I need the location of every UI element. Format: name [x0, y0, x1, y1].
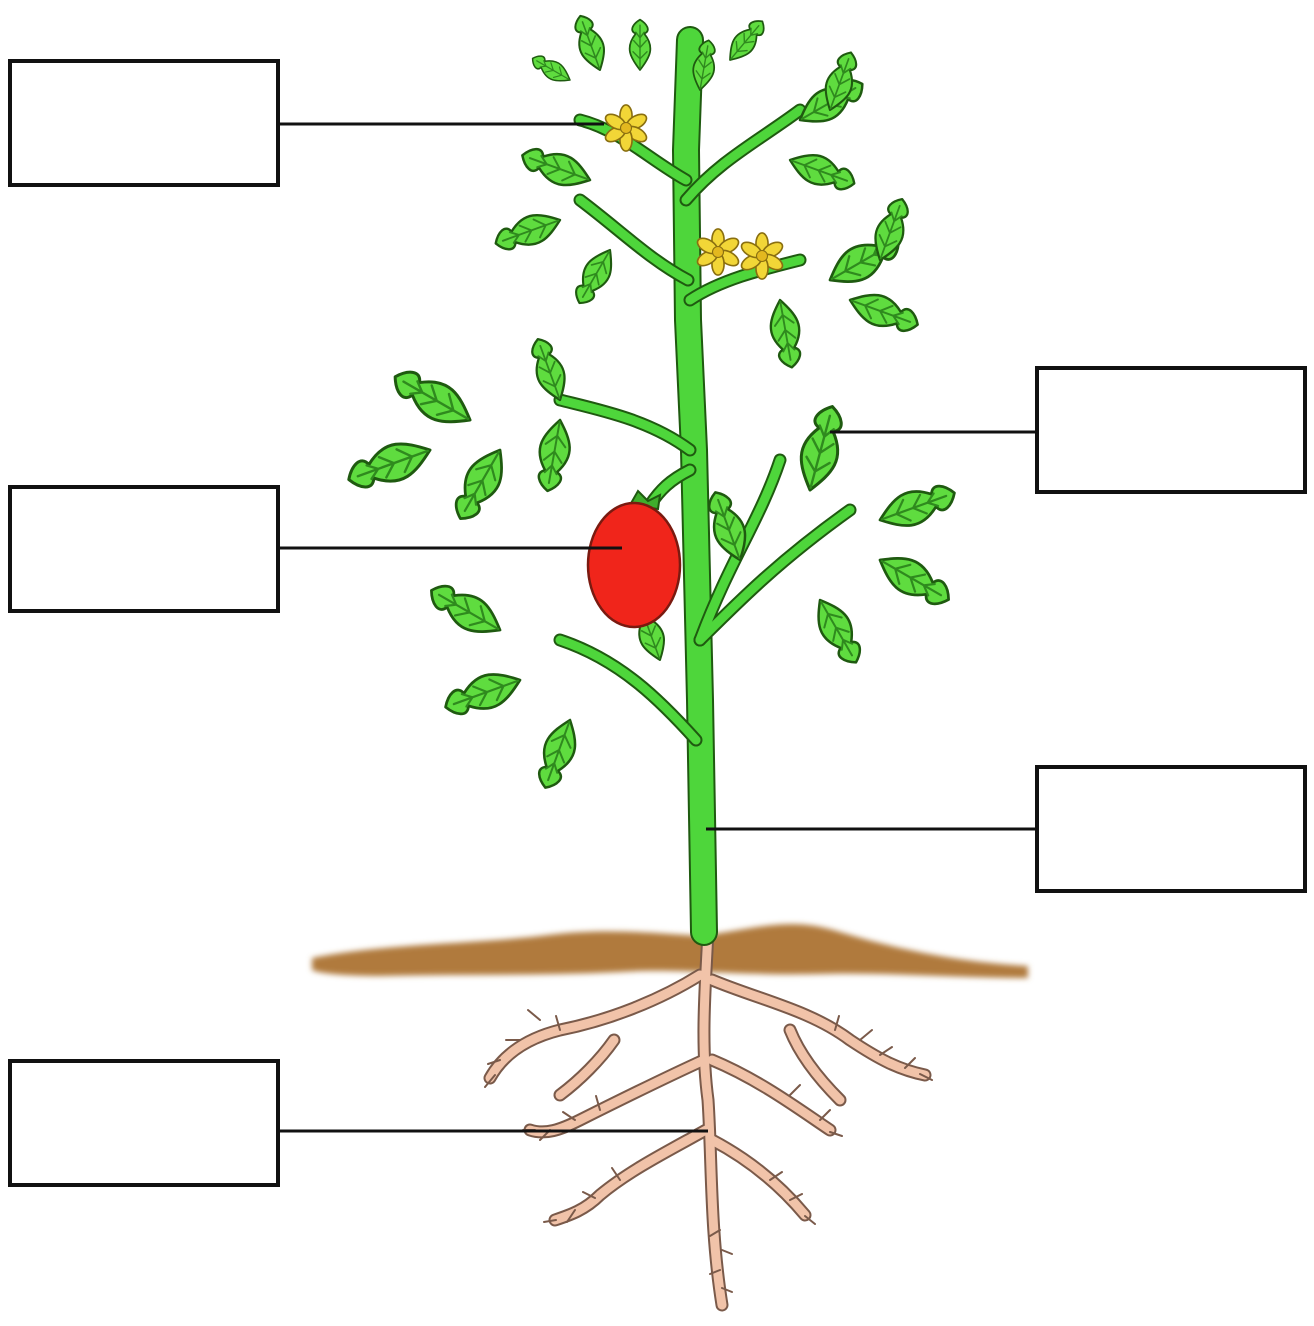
- label-box-leaf[interactable]: [1035, 366, 1307, 494]
- tomato-fruit: [588, 491, 680, 627]
- label-box-stem[interactable]: [1035, 765, 1307, 893]
- flower-icon: [695, 229, 741, 275]
- soil-band: [312, 924, 1028, 978]
- root-system: [485, 930, 932, 1305]
- foliage: [343, 12, 960, 793]
- label-box-fruit[interactable]: [8, 485, 280, 613]
- label-box-flower[interactable]: [8, 59, 280, 187]
- label-box-root[interactable]: [8, 1059, 280, 1187]
